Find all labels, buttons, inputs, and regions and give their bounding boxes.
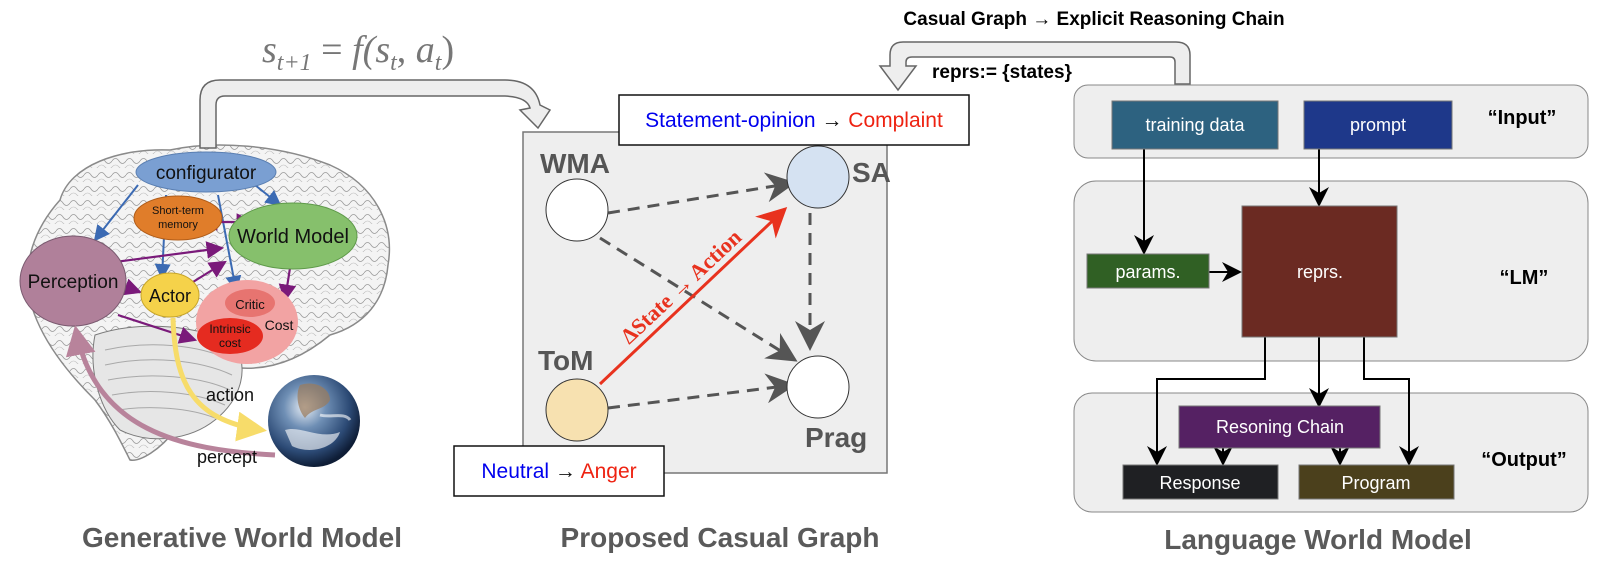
dialog-act-from: Statement-opinion <box>645 109 815 132</box>
training-data-box: training data <box>1111 100 1279 150</box>
emotion-from: Neutral <box>481 460 549 483</box>
world-model-module: World Model <box>228 202 358 270</box>
node-sa-label: SA <box>852 157 891 188</box>
input-section-label: “Input” <box>1488 107 1557 129</box>
perception-label: Perception <box>28 272 119 293</box>
reprs-to-response-arrow <box>1147 336 1266 466</box>
configurator-label: configurator <box>156 163 257 184</box>
memory-label-line1: Short-term <box>152 205 204 217</box>
emotion-arrow: → <box>549 460 581 483</box>
critic-label: Critic <box>235 297 265 312</box>
perception-module: Perception <box>19 235 127 327</box>
reasoning-chain-label: Resoning Chain <box>1216 417 1344 437</box>
language-world-model-panel: Casual Graph → Explicit Reasoning Chain … <box>878 9 1589 555</box>
actor-module: Actor <box>140 272 200 318</box>
cost-label: Cost <box>265 317 294 333</box>
configurator-to-cost-arrow <box>217 194 242 292</box>
world-to-graph-arrow <box>199 79 552 149</box>
perception-to-world-model-arrow <box>114 241 225 264</box>
params-label: params. <box>1115 262 1180 282</box>
language-world-model-caption: Language World Model <box>1164 524 1471 555</box>
tom-to-sa-edge <box>598 206 788 386</box>
perception-to-cost-arrow <box>117 313 198 344</box>
tom-to-prag-edge <box>607 373 796 410</box>
program-box: Program <box>1298 464 1455 500</box>
intrinsic-cost-label-line1: Intrinsic <box>209 322 250 336</box>
emotion-transition-box: Neutral → Anger <box>453 445 665 497</box>
svg-text:Statement-opinion → Complaint: Statement-opinion → Complaint <box>645 109 943 132</box>
lm-section-label: “LM” <box>1500 267 1549 289</box>
wma-to-sa-edge <box>607 172 796 215</box>
repr-assignment-label: reprs:= {states} <box>932 62 1073 83</box>
world-model-label: World Model <box>237 226 349 248</box>
action-label: action <box>206 385 254 405</box>
node-wma-label: WMA <box>540 148 610 179</box>
params-box: params. <box>1086 253 1210 289</box>
repr-to-graph-arrow <box>878 41 1191 92</box>
response-box: Response <box>1122 464 1279 500</box>
reasoning-chain-box: Resoning Chain <box>1178 405 1381 449</box>
reprs-label: reprs. <box>1297 262 1343 282</box>
training-data-label: training data <box>1145 115 1245 135</box>
node-wma: WMA <box>540 148 610 242</box>
output-section-label: “Output” <box>1481 449 1567 471</box>
program-label: Program <box>1341 473 1410 493</box>
memory-label-line2: memory <box>158 219 198 231</box>
reprs-to-program-arrow <box>1363 336 1419 466</box>
svg-text:Neutral → Anger: Neutral → Anger <box>481 460 636 483</box>
causal-graph-panel: ΔState → Action WMA SA ToM Prag Statemen… <box>453 94 970 553</box>
dialog-act-arrow: → <box>816 109 849 132</box>
intrinsic-cost-label-line2: cost <box>219 336 242 350</box>
causal-graph-caption: Proposed Casual Graph <box>561 522 880 553</box>
prompt-box: prompt <box>1303 100 1453 150</box>
node-prag: Prag <box>786 355 867 453</box>
cost-module: Critic Intrinsic cost Cost <box>196 280 298 364</box>
node-prag-label: Prag <box>805 422 867 453</box>
wma-to-prag-edge <box>599 236 798 362</box>
prompt-label: prompt <box>1350 115 1406 135</box>
dialog-act-transition-box: Statement-opinion → Complaint <box>618 94 970 146</box>
percept-arrow <box>65 325 276 458</box>
actor-label: Actor <box>149 286 191 306</box>
action-arrow <box>170 317 267 442</box>
transition-formula: st+1 = f(st, at) <box>262 29 454 76</box>
dialog-act-to: Complaint <box>848 109 943 132</box>
earth-icon <box>268 375 360 467</box>
configurator-to-perception-arrow <box>93 184 139 242</box>
percept-label: percept <box>197 447 257 467</box>
short-term-memory-module: Short-term memory <box>133 195 223 241</box>
node-sa: SA <box>786 145 891 209</box>
reprs-box: reprs. <box>1241 205 1398 338</box>
generative-world-model-caption: Generative World Model <box>82 522 402 553</box>
configurator-to-world-model-arrow <box>254 184 282 207</box>
node-tom: ToM <box>538 345 609 442</box>
node-tom-label: ToM <box>538 345 593 376</box>
response-label: Response <box>1159 473 1240 493</box>
world-model-to-cost-arrow <box>278 267 297 303</box>
emotion-to: Anger <box>581 460 637 483</box>
generative-world-model-panel: st+1 = f(st, at) configurator Short- <box>19 29 552 553</box>
configurator-module: configurator <box>135 151 277 193</box>
reasoning-chain-title: Casual Graph → Explicit Reasoning Chain <box>903 9 1284 30</box>
